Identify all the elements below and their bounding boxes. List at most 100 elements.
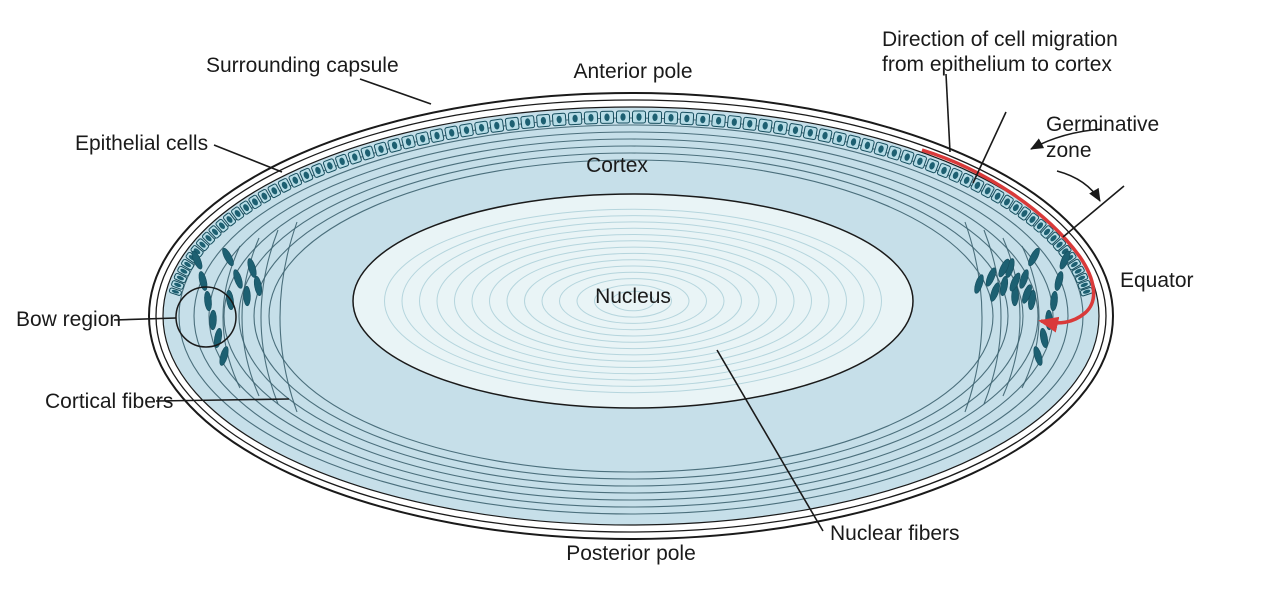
lens-body: [148, 92, 1114, 540]
fiber-ring: [268, 159, 994, 473]
epithelial-cell: [322, 158, 337, 174]
epithelial-cell: [948, 167, 963, 183]
leader-bow-region: [113, 317, 177, 321]
nucleus-ring: [436, 227, 830, 375]
epithelial-cell: [231, 206, 245, 221]
epithelial-cell: [168, 287, 182, 296]
bow-region-cell: [985, 267, 997, 287]
label-bow-region: Bow region: [16, 308, 121, 331]
bow-fiber: [1002, 237, 1021, 397]
epithelial-cell: [990, 188, 1005, 204]
epithelial-cell: [489, 118, 505, 133]
epithelial-cell: [401, 134, 416, 150]
bow-region-cell: [243, 285, 251, 307]
epithelial-cell: [171, 280, 185, 290]
epithelial-cell: [663, 111, 679, 125]
bow-region-cell: [204, 290, 212, 312]
nucleus-ring: [506, 252, 760, 350]
epithelial-cell: [615, 110, 631, 124]
nucleus-ring: [524, 259, 742, 343]
epithelial-cell: [1033, 218, 1047, 233]
epithelial-cell: [360, 145, 375, 161]
nucleus-ring: [384, 208, 882, 394]
epithelial-cell: [429, 128, 445, 143]
nuclear-fiber-rings: [384, 208, 882, 394]
epithelial-cell: [980, 183, 995, 199]
epithelial-cell: [711, 113, 726, 128]
germinative-zone-arrow-upper: [1030, 128, 1103, 150]
leader-migration: [945, 73, 951, 153]
label-cortex: Cortex: [586, 154, 648, 177]
bow-region-cell: [974, 274, 984, 294]
epithelial-cell: [873, 141, 889, 157]
epithelial-cell: [1046, 231, 1061, 245]
bow-region-cell: [213, 328, 223, 348]
nucleus-ring: [559, 271, 707, 331]
epithelial-cell: [802, 125, 818, 140]
label-surrounding-capsule: Surrounding capsule: [206, 54, 399, 77]
epithelial-cell: [202, 231, 215, 245]
epithelial-cell: [925, 158, 940, 174]
epithelial-cell: [288, 172, 303, 188]
label-migration-line1: Direction of cell migration: [882, 28, 1118, 51]
epithelial-cell: [817, 128, 833, 143]
bow-region-cell: [1050, 290, 1058, 312]
bow-region-cell: [1033, 346, 1043, 366]
nucleus-ring: [541, 265, 725, 337]
epithelial-cell: [551, 112, 567, 127]
bow-region-cell: [222, 247, 234, 267]
epithelial-cell: [248, 194, 262, 210]
epithelial-cell: [631, 110, 647, 124]
epithelial-cell: [267, 183, 282, 199]
epithelial-cell: [299, 167, 314, 183]
bow-region-cell: [191, 250, 203, 270]
bow-region-cell: [1028, 247, 1040, 267]
epithelial-cell: [1052, 238, 1067, 252]
fiber-ring: [193, 124, 1069, 508]
epithelial-cell: [679, 111, 695, 126]
bow-region-cell: [198, 271, 208, 291]
bow-region-cell: [990, 282, 1000, 302]
epithelial-cell: [1017, 206, 1032, 221]
epithelial-cell: [860, 138, 875, 153]
nucleus-ring: [594, 284, 672, 318]
bow-region-cell: [998, 258, 1010, 278]
epithelial-cell: [177, 265, 191, 277]
epithelial-cell: [936, 163, 952, 178]
label-equator: Equator: [1120, 269, 1194, 292]
epithelial-cell: [196, 238, 209, 251]
epithelial-cell: [474, 120, 489, 135]
epithelial-cell: [459, 123, 474, 138]
epithelial-cell: [1077, 280, 1091, 290]
epithelial-cell: [887, 145, 902, 161]
cortical-fiber-rings: [178, 117, 1084, 515]
bow-fiber: [964, 221, 983, 413]
leader-lines: [113, 73, 1125, 532]
epithelial-cell: [415, 131, 430, 146]
epithelial-cell: [239, 200, 253, 215]
nucleus-region: [352, 193, 914, 409]
epithelial-cell: [567, 111, 583, 126]
leader-cortical-fibers: [155, 398, 290, 402]
bow-region-cell: [999, 276, 1009, 296]
fiber-ring: [208, 131, 1054, 501]
bow-fiber: [983, 229, 1002, 405]
label-cortical-fibers: Cortical fibers: [45, 390, 173, 413]
fiber-ring: [238, 145, 1024, 487]
epithelial-cell: [647, 110, 663, 124]
epithelial-cell: [373, 141, 389, 157]
bow-fiber: [260, 229, 279, 405]
leader-epithelial-cells: [213, 144, 283, 173]
epithelial-cell: [695, 112, 711, 127]
bow-region-cell: [233, 269, 243, 289]
epithelial-cell: [520, 115, 535, 130]
bow-region-cell: [1022, 284, 1032, 304]
bow-region-cell: [219, 346, 229, 366]
labels: Surrounding capsule Anterior pole Direct…: [16, 28, 1194, 565]
cell-migration-arrow: [921, 148, 1096, 333]
label-germinative-line1: Germinative: [1046, 113, 1159, 136]
epithelial-cell: [504, 116, 520, 131]
epithelial-cell: [726, 115, 742, 130]
nucleus-ring: [401, 215, 865, 387]
